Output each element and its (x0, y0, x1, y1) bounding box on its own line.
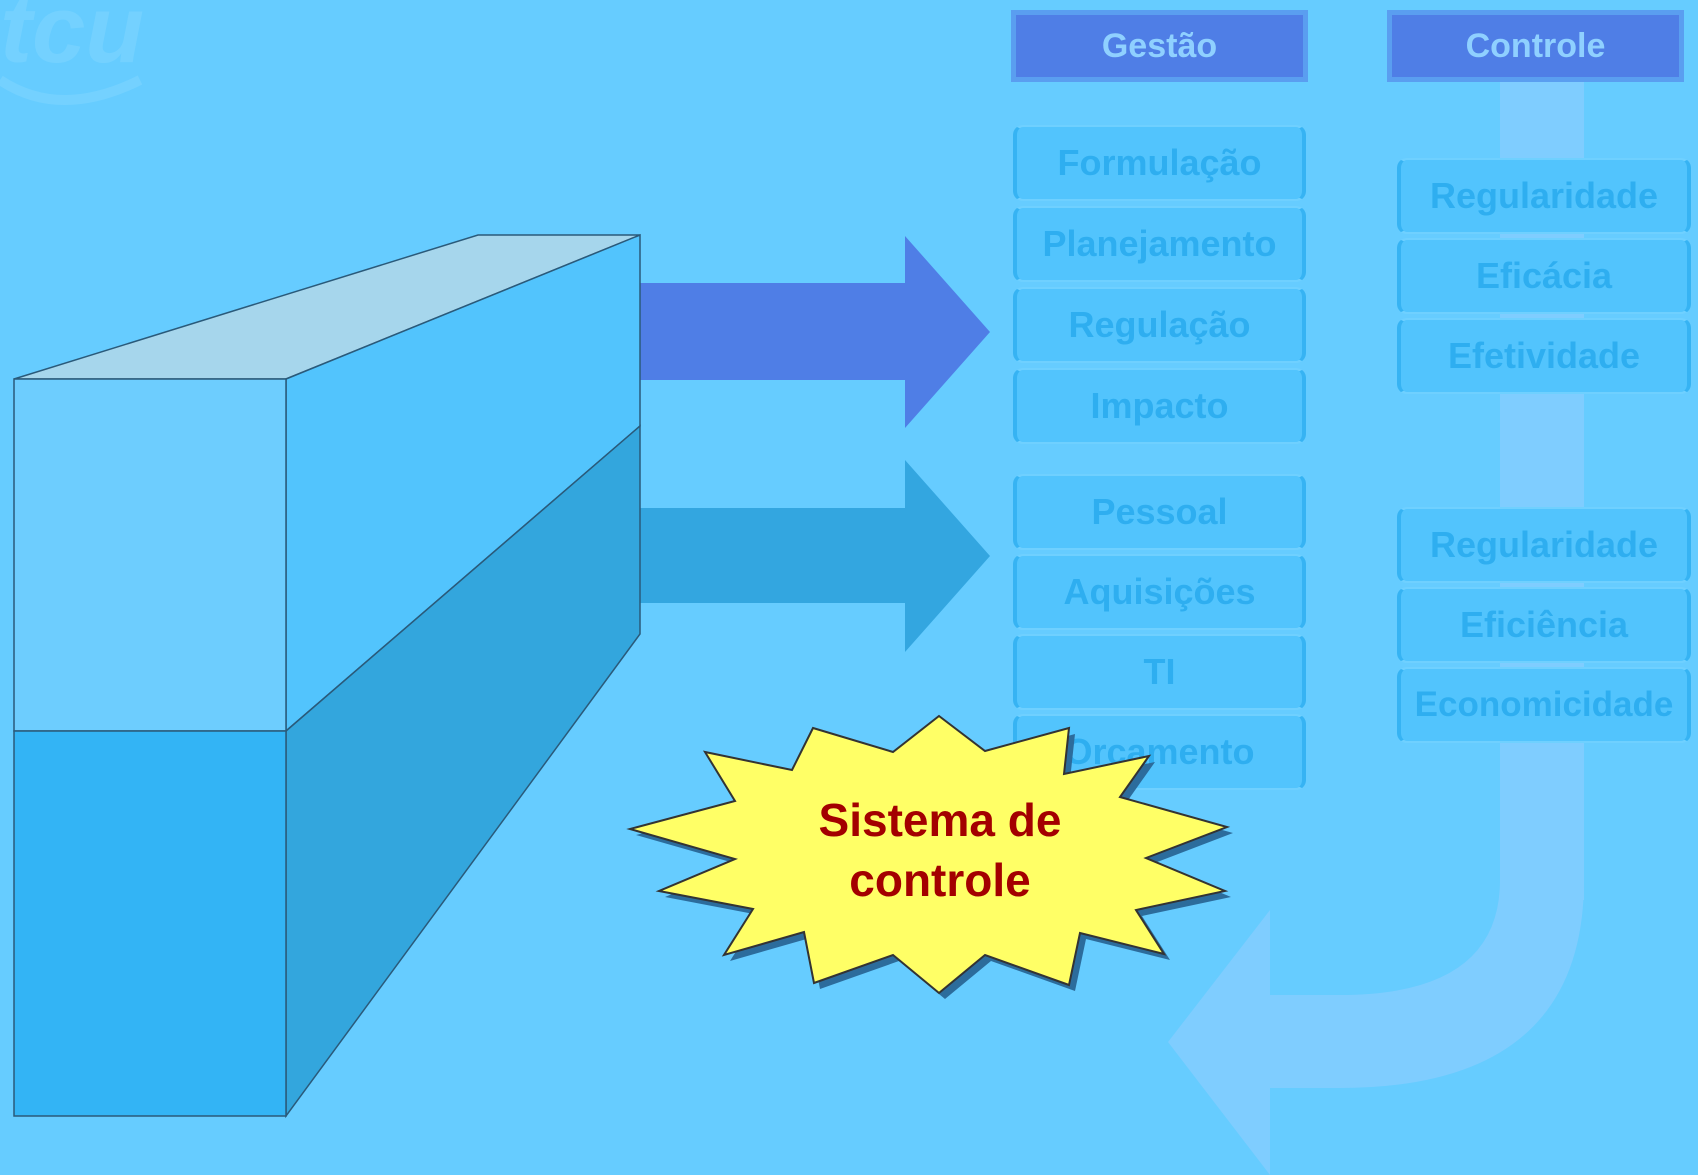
tcu-logo: tcu (0, 0, 144, 105)
gestao-item-label: Orçamento (1064, 731, 1255, 772)
gestao-item-label: Regulação (1068, 304, 1251, 345)
burst-label: Sistema de controle (780, 790, 1100, 910)
header-controle-label: Controle (1465, 26, 1606, 65)
svg-text:tcu: tcu (0, 0, 144, 83)
gestao-item: Impacto (1013, 368, 1306, 444)
arrow-top (640, 236, 990, 428)
controle-item: Regularidade (1397, 507, 1691, 583)
gestao-item-label: Formulação (1057, 142, 1262, 183)
arrow-bottom (640, 460, 990, 652)
gestao-item: TI (1013, 634, 1306, 710)
controle-item-label: Regularidade (1429, 175, 1659, 216)
controle-item: Regularidade (1397, 158, 1691, 234)
header-gestao-label: Gestão (1101, 26, 1218, 65)
gestao-item: Regulação (1013, 287, 1306, 363)
controle-item-label: Eficiência (1459, 604, 1629, 645)
gestao-item-label: TI (1143, 651, 1176, 692)
gestao-item: Planejamento (1013, 206, 1306, 282)
controle-item: Economicidade (1397, 667, 1691, 743)
controle-item-label: Economicidade (1414, 685, 1674, 724)
controle-item: Efetividade (1397, 318, 1691, 394)
controle-item-label: Regularidade (1429, 524, 1659, 565)
burst-label-line1: Sistema de (818, 794, 1062, 846)
3d-box (13, 233, 641, 1119)
box-front-upper (13, 378, 287, 732)
controle-item-label: Efetividade (1447, 335, 1641, 376)
controle-item: Eficiência (1397, 587, 1691, 663)
gestao-item-label: Impacto (1090, 385, 1229, 426)
controle-item-label: Eficácia (1475, 255, 1613, 296)
header-gestao: Gestão (1011, 10, 1308, 82)
gestao-item-label: Pessoal (1091, 491, 1228, 532)
burst-label-line2: controle (849, 854, 1031, 906)
controle-item: Eficácia (1397, 238, 1691, 314)
burst-shape (626, 714, 1231, 995)
gestao-item: Pessoal (1013, 474, 1306, 550)
gestao-item: Formulação (1013, 125, 1306, 201)
header-controle: Controle (1387, 10, 1684, 82)
gestao-item-label: Planejamento (1042, 223, 1277, 264)
gestao-item: Aquisições (1013, 554, 1306, 630)
gestao-item-label: Aquisições (1063, 571, 1256, 612)
box-front-lower (13, 730, 287, 1117)
